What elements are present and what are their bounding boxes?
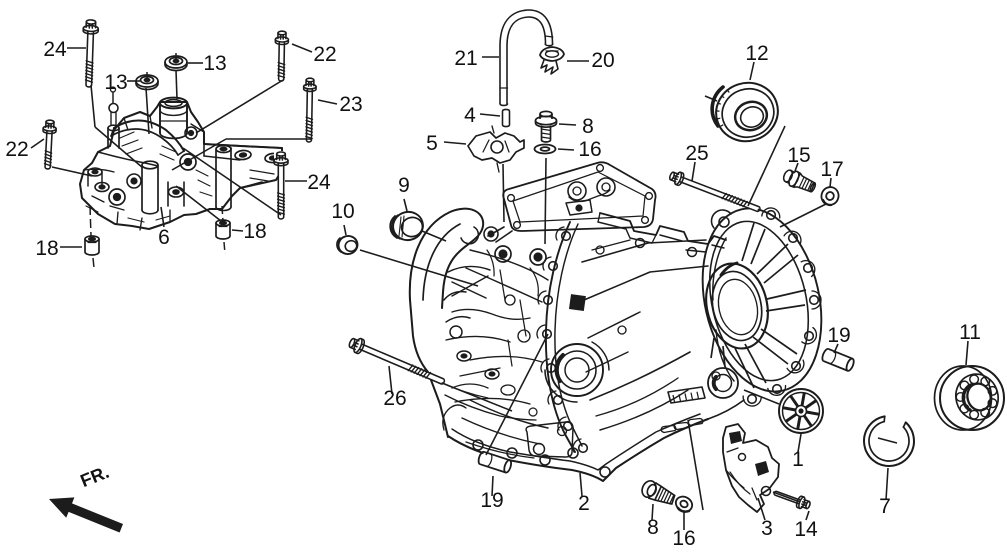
svg-text:7: 7 — [879, 495, 891, 518]
svg-text:8: 8 — [647, 516, 659, 539]
svg-text:11: 11 — [959, 321, 981, 344]
svg-text:17: 17 — [820, 158, 843, 181]
svg-text:22: 22 — [313, 43, 336, 66]
svg-text:15: 15 — [787, 144, 810, 167]
svg-text:23: 23 — [339, 93, 362, 116]
svg-text:19: 19 — [480, 489, 503, 512]
svg-text:14: 14 — [794, 518, 818, 541]
svg-text:2: 2 — [578, 492, 590, 515]
svg-text:9: 9 — [398, 174, 410, 197]
svg-text:12: 12 — [745, 42, 768, 65]
svg-text:16: 16 — [672, 527, 695, 550]
svg-text:18: 18 — [35, 237, 58, 260]
svg-text:8: 8 — [582, 115, 594, 138]
svg-text:21: 21 — [454, 47, 477, 70]
svg-text:10: 10 — [331, 200, 354, 223]
svg-text:13: 13 — [203, 52, 226, 75]
svg-text:26: 26 — [383, 387, 406, 410]
svg-text:4: 4 — [464, 104, 476, 127]
svg-text:16: 16 — [578, 138, 601, 161]
svg-text:6: 6 — [158, 226, 170, 249]
svg-text:3: 3 — [761, 517, 773, 540]
svg-text:18: 18 — [243, 220, 266, 243]
svg-text:24: 24 — [43, 38, 67, 61]
svg-text:20: 20 — [591, 49, 614, 72]
svg-text:13: 13 — [104, 71, 127, 94]
svg-text:22: 22 — [5, 138, 28, 161]
svg-text:19: 19 — [827, 324, 850, 347]
svg-text:25: 25 — [685, 142, 708, 165]
svg-text:24: 24 — [307, 171, 331, 194]
svg-text:1: 1 — [792, 448, 804, 471]
svg-text:5: 5 — [426, 132, 438, 155]
